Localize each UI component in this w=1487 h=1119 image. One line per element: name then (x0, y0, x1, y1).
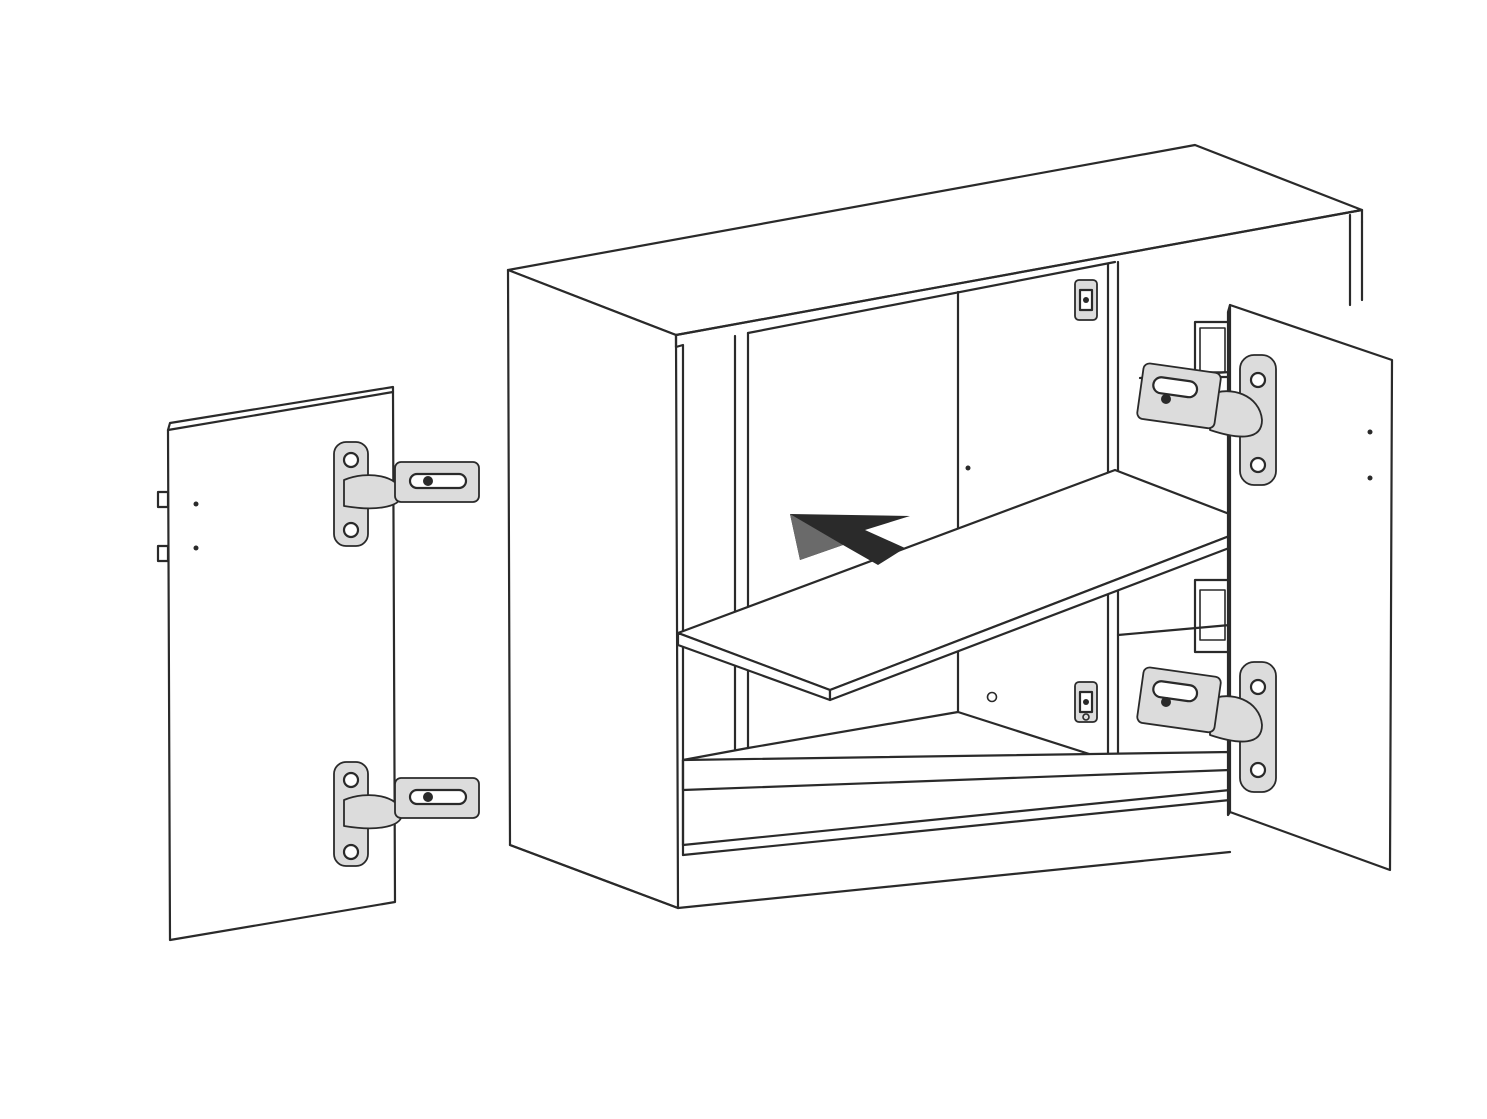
shelf-pin-hole (986, 691, 998, 703)
mounting-plate-lower (1074, 681, 1098, 723)
mounting-plate-upper (1074, 279, 1098, 321)
shelf-top-surface (676, 468, 1260, 692)
hinge-icon (333, 761, 480, 867)
hinge-icon (333, 441, 480, 547)
left-door (156, 385, 480, 942)
right-door (1136, 303, 1394, 872)
cabinet-bottom-shelf (681, 750, 1232, 792)
shelf-pin-hole (965, 465, 971, 471)
shelf (676, 468, 1260, 702)
right-side-hinge-plate-lower (1116, 578, 1232, 654)
cabinet-inner-left-panel (674, 343, 685, 857)
cabinet-left-side (506, 268, 680, 910)
cabinet-body (506, 143, 1364, 910)
insert-direction-arrow-icon (790, 514, 910, 565)
hinge-icon (1136, 354, 1277, 486)
cabinet-bottom-edge (676, 850, 1232, 910)
hinge-icon (1136, 661, 1277, 793)
cabinet-plinth-top (681, 788, 1232, 847)
